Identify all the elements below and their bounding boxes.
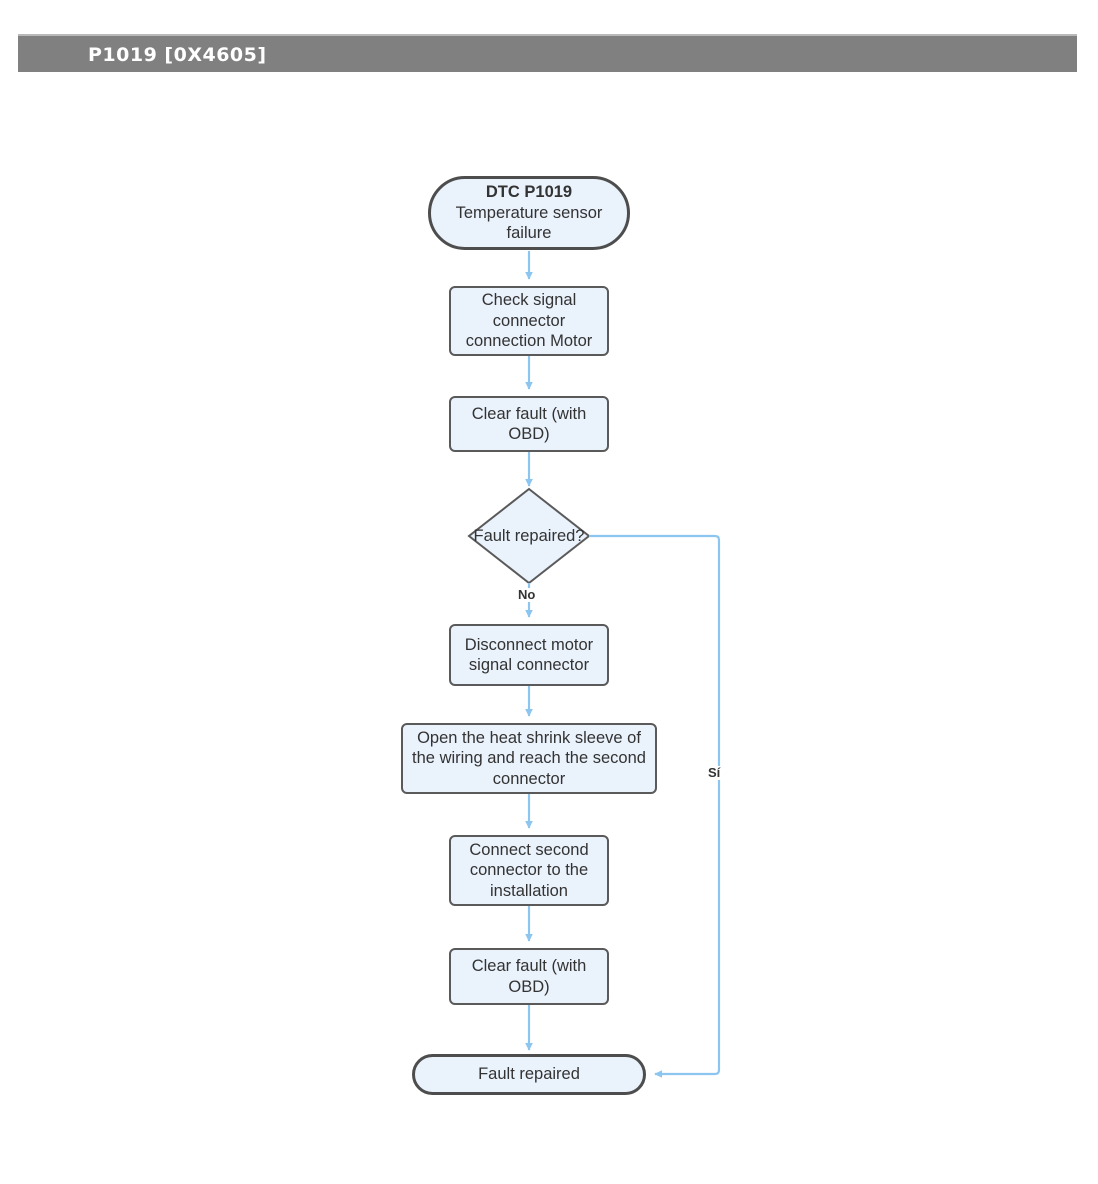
page-header-bar: P1019 [0X4605] bbox=[18, 34, 1077, 72]
node-connect-second[interactable]: Connect second connector to the installa… bbox=[449, 835, 609, 906]
node-check-connector-text: Check signal connector connection Motor bbox=[465, 291, 593, 351]
node-open-sleeve-text: Open the heat shrink sleeve of the wirin… bbox=[412, 728, 646, 788]
edge-label-no: No bbox=[516, 587, 538, 603]
node-connect-second-text: Connect second connector to the installa… bbox=[469, 840, 589, 900]
node-start-title: DTC P1019 bbox=[485, 183, 573, 202]
node-clear-fault-2-text: Clear fault (with OBD) bbox=[471, 957, 587, 996]
node-fault-repaired-decision[interactable]: Fault repaired? bbox=[469, 489, 589, 583]
node-end-text: Fault repaired bbox=[478, 1065, 580, 1084]
node-clear-fault-1-text: Clear fault (with OBD) bbox=[471, 404, 587, 443]
node-start-text: DTC P1019 Temperature sensor failure bbox=[431, 182, 627, 243]
edge-decision-yes-to-end bbox=[589, 534, 721, 1078]
page-title: P1019 [0X4605] bbox=[88, 44, 267, 66]
node-start-subtitle: Temperature sensor failure bbox=[455, 203, 603, 243]
node-disconnect-connector[interactable]: Disconnect motor signal connector bbox=[449, 624, 609, 686]
node-decision-text: Fault repaired? bbox=[473, 526, 585, 545]
node-check-connector[interactable]: Check signal connector connection Motor bbox=[449, 286, 609, 356]
node-clear-fault-1[interactable]: Clear fault (with OBD) bbox=[449, 396, 609, 452]
node-end-fault-repaired[interactable]: Fault repaired bbox=[412, 1054, 646, 1095]
node-clear-fault-2[interactable]: Clear fault (with OBD) bbox=[449, 948, 609, 1005]
node-open-sleeve[interactable]: Open the heat shrink sleeve of the wirin… bbox=[401, 723, 657, 794]
node-start-dtc[interactable]: DTC P1019 Temperature sensor failure bbox=[428, 176, 630, 250]
edge-label-yes: Sí bbox=[706, 765, 723, 781]
node-disconnect-connector-text: Disconnect motor signal connector bbox=[464, 635, 594, 674]
